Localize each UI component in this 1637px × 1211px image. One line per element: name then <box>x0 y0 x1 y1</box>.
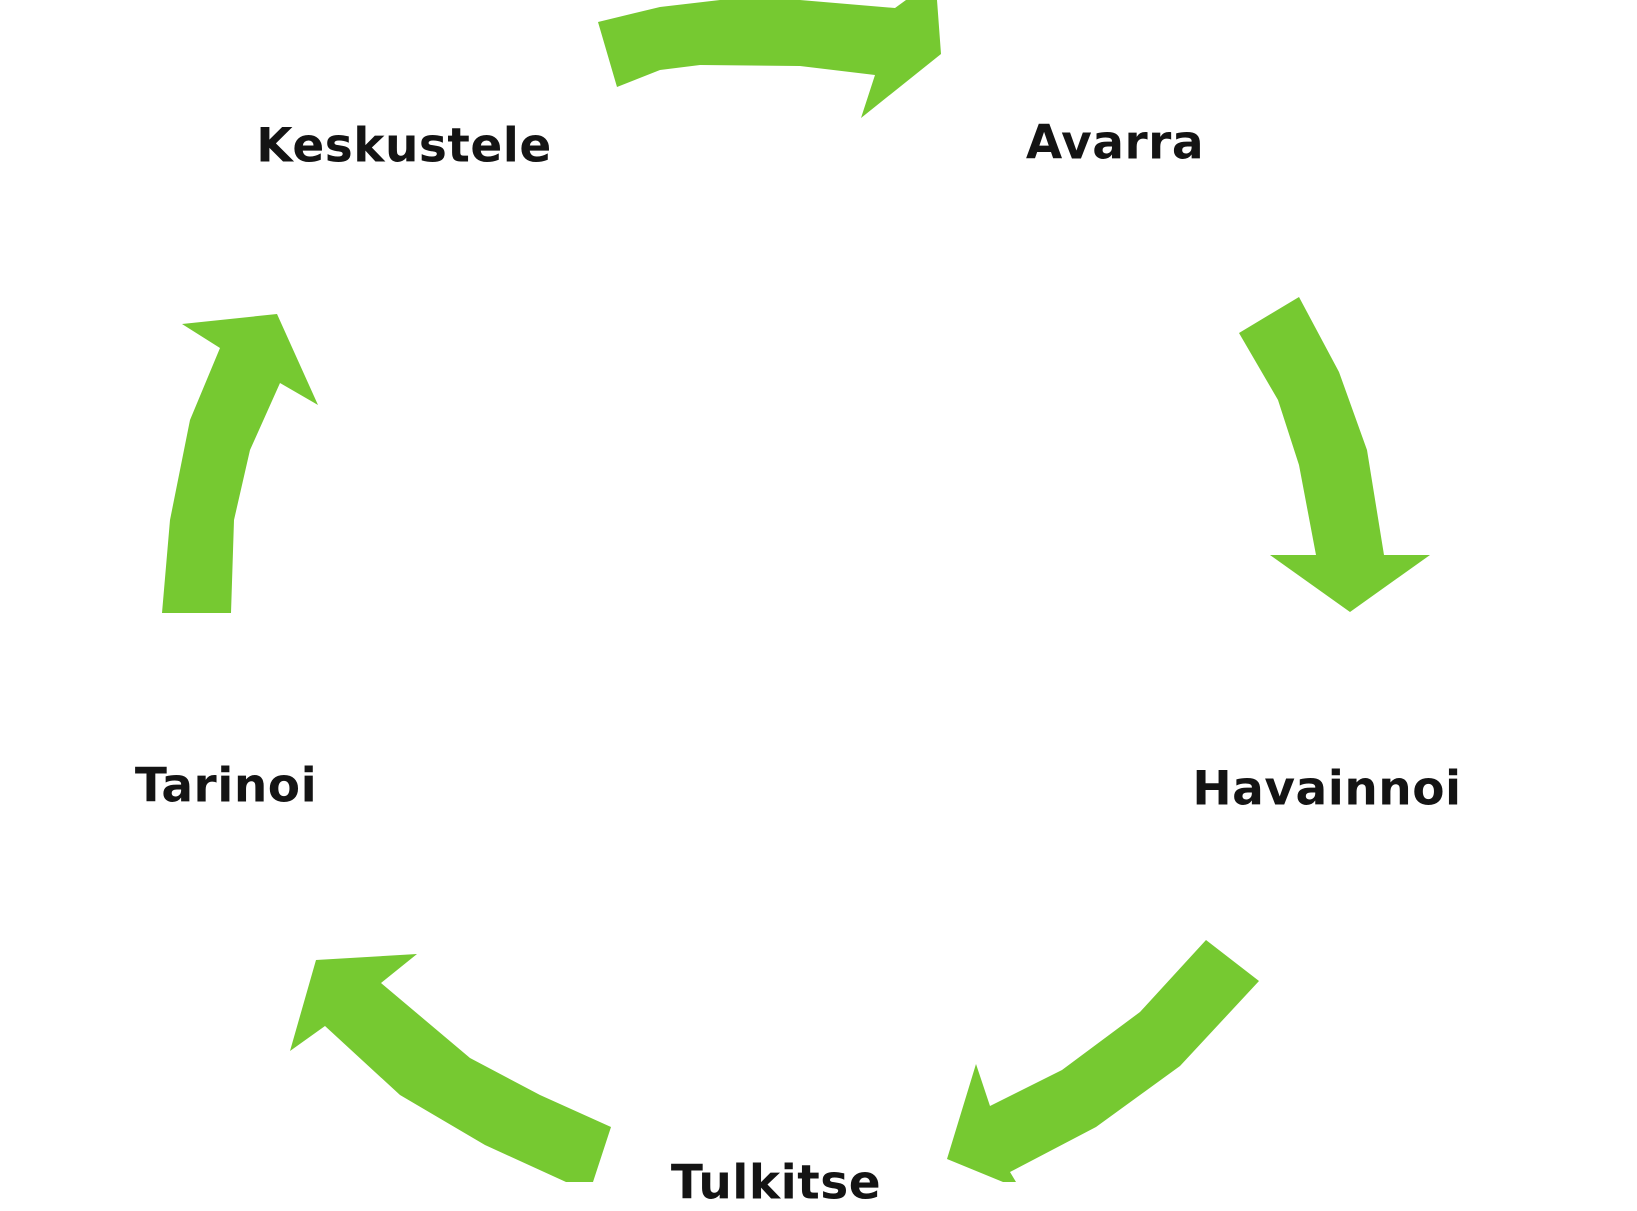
step-label-tarinoi: Tarinoi <box>134 758 318 814</box>
arrow-havainnoi-to-tulkitse <box>947 940 1259 1182</box>
step-label-avarra: Avarra <box>1025 115 1205 171</box>
arrow-tarinoi-to-keskustele <box>162 314 318 613</box>
step-label-keskustele: Keskustele <box>256 118 552 174</box>
arrow-keskustele-to-avarra <box>598 0 941 118</box>
arrow-avarra-to-havainnoi <box>1239 297 1430 612</box>
step-label-havainnoi: Havainnoi <box>1192 761 1462 817</box>
cycle-arrows <box>162 0 1430 1182</box>
arrow-tulkitse-to-tarinoi <box>290 954 611 1182</box>
step-label-tulkitse: Tulkitse <box>670 1155 882 1211</box>
cycle-diagram: Avarra Havainnoi Tulkitse Tarinoi Keskus… <box>134 0 1462 1207</box>
